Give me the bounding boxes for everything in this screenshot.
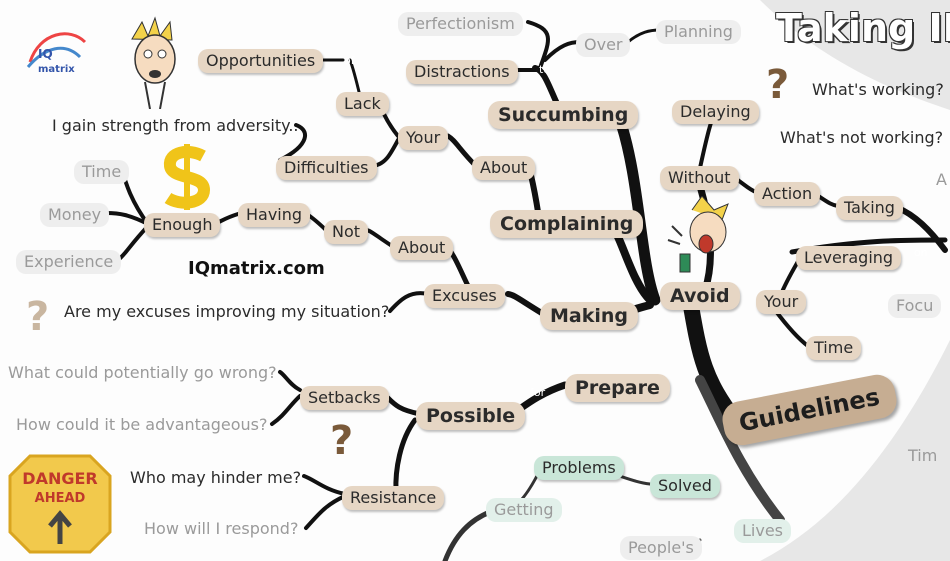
connector-of: of — [344, 54, 355, 67]
node-money[interactable]: Money — [40, 203, 110, 227]
node-lives[interactable]: Lives — [734, 519, 792, 543]
connector-to: to — [539, 63, 551, 76]
text-gain-strength: I gain strength from adversity.. — [52, 116, 299, 135]
danger-sign-line1: DANGER — [22, 469, 97, 488]
text-whats-working: What's working? — [812, 80, 944, 99]
node-experience[interactable]: Experience — [16, 250, 122, 274]
iqmatrix-logo: IQ matrix — [20, 22, 90, 86]
text-go-wrong: What could potentially go wrong? — [8, 363, 277, 382]
logo-text-matrix: matrix — [38, 64, 75, 75]
node-excuses[interactable]: Excuses — [424, 284, 505, 308]
node-getting[interactable]: Getting — [486, 498, 562, 522]
confused-person-illustration — [131, 16, 176, 109]
node-problems[interactable]: Problems — [534, 456, 624, 480]
node-prepare[interactable]: Prepare — [565, 374, 670, 402]
question-mark-icon: ? — [330, 418, 353, 464]
text-time-right: Tim — [908, 446, 938, 465]
screaming-person-illustration — [667, 196, 729, 273]
node-about-1[interactable]: About — [472, 156, 536, 180]
connector-for: for — [530, 386, 546, 399]
logo-swirl-icon: IQ matrix — [26, 32, 87, 75]
watermark-text: IQmatrix.com — [188, 258, 325, 279]
node-your-1[interactable]: Your — [398, 126, 449, 150]
danger-sign: DANGER AHEAD — [8, 454, 112, 554]
node-time-2[interactable]: Time — [806, 336, 862, 360]
svg-text:?: ? — [26, 294, 49, 340]
question-mark-icon: ? — [766, 62, 789, 108]
node-opportunities[interactable]: Opportunities — [198, 49, 324, 73]
danger-sign-line2: AHEAD — [35, 491, 86, 506]
svg-text:?: ? — [330, 418, 353, 464]
text-excuses-question: Are my excuses improving my situation? — [64, 302, 390, 321]
node-succumbing[interactable]: Succumbing — [488, 101, 639, 129]
svg-text:?: ? — [766, 62, 789, 108]
text-respond: How will I respond? — [144, 519, 299, 538]
node-time-1[interactable]: Time — [74, 160, 130, 184]
node-action[interactable]: Action — [754, 182, 821, 206]
question-mark-icon: ? — [26, 294, 49, 340]
node-peoples[interactable]: People's — [620, 536, 702, 560]
node-complaining[interactable]: Complaining — [490, 210, 644, 238]
node-not[interactable]: Not — [324, 220, 369, 244]
map-title: Taking II — [776, 6, 950, 50]
node-resistance[interactable]: Resistance — [342, 486, 445, 510]
node-taking[interactable]: Taking — [836, 196, 903, 220]
text-advantageous: How could it be advantageous? — [16, 415, 268, 434]
node-perfectionism[interactable]: Perfectionism — [398, 12, 523, 36]
node-leveraging[interactable]: Leveraging — [796, 246, 902, 270]
logo-text-iq: IQ — [38, 47, 53, 61]
text-a-right: A — [936, 170, 947, 189]
connector-on: on — [914, 246, 928, 259]
node-having[interactable]: Having — [238, 203, 311, 227]
node-planning[interactable]: Planning — [656, 20, 741, 44]
node-making[interactable]: Making — [540, 302, 639, 330]
node-difficulties[interactable]: Difficulties — [276, 156, 377, 180]
node-distractions[interactable]: Distractions — [406, 60, 518, 84]
node-about-2[interactable]: About — [390, 236, 454, 260]
text-hinder: Who may hinder me? — [130, 468, 302, 487]
node-without[interactable]: Without — [660, 166, 739, 190]
node-focus[interactable]: Focu — [888, 294, 942, 318]
node-delaying[interactable]: Delaying — [672, 100, 759, 124]
node-enough[interactable]: Enough — [144, 213, 221, 237]
node-solved[interactable]: Solved — [650, 474, 720, 498]
dollar-sign-icon — [164, 144, 211, 210]
node-over[interactable]: Over — [576, 33, 631, 57]
node-setbacks[interactable]: Setbacks — [300, 386, 389, 410]
text-whats-not-working: What's not working? — [780, 128, 944, 147]
node-your-2[interactable]: Your — [756, 290, 807, 314]
node-possible[interactable]: Possible — [416, 402, 526, 430]
node-avoid[interactable]: Avoid — [660, 282, 740, 310]
node-lack[interactable]: Lack — [336, 92, 389, 116]
